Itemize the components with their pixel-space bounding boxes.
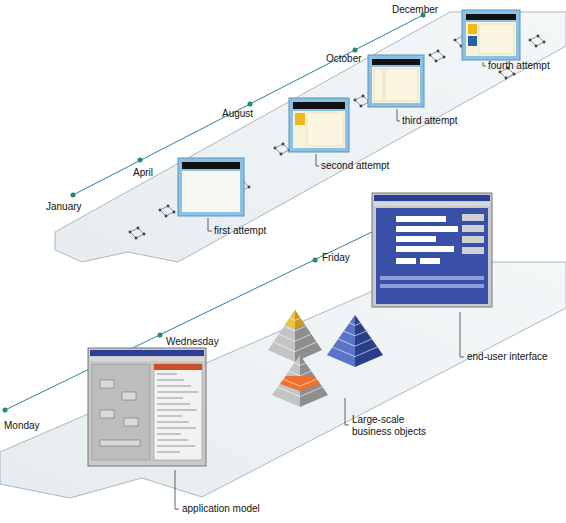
- label: end-user interface: [467, 351, 548, 363]
- attempt-window-2: [289, 98, 349, 152]
- attempt-window-3: [368, 55, 424, 107]
- label: August: [222, 108, 253, 120]
- attempt-window-1: [178, 158, 244, 216]
- label: Monday: [4, 420, 40, 432]
- timeline-dots: [71, 13, 426, 198]
- attempt-window-4: [462, 10, 520, 60]
- end-user-interface-window: [372, 193, 492, 307]
- label: second attempt: [321, 160, 389, 172]
- label: Wednesday: [166, 336, 219, 348]
- label: first attempt: [214, 225, 266, 237]
- label: October: [326, 53, 362, 65]
- label: January: [46, 201, 82, 213]
- label: fourth attempt: [488, 60, 550, 72]
- label: April: [133, 167, 153, 179]
- business-object-pyramid: [268, 310, 322, 362]
- label: Large-scale business objects: [352, 414, 432, 438]
- label: December: [392, 4, 438, 16]
- label: third attempt: [402, 115, 458, 127]
- application-model-window: [88, 348, 206, 466]
- business-object-pyramid: [272, 355, 328, 407]
- pyramid-steps: [273, 318, 377, 397]
- label: application model: [182, 503, 260, 515]
- business-object-pyramid: [327, 315, 383, 367]
- timeline-line: [73, 15, 423, 195]
- label: Friday: [322, 252, 350, 264]
